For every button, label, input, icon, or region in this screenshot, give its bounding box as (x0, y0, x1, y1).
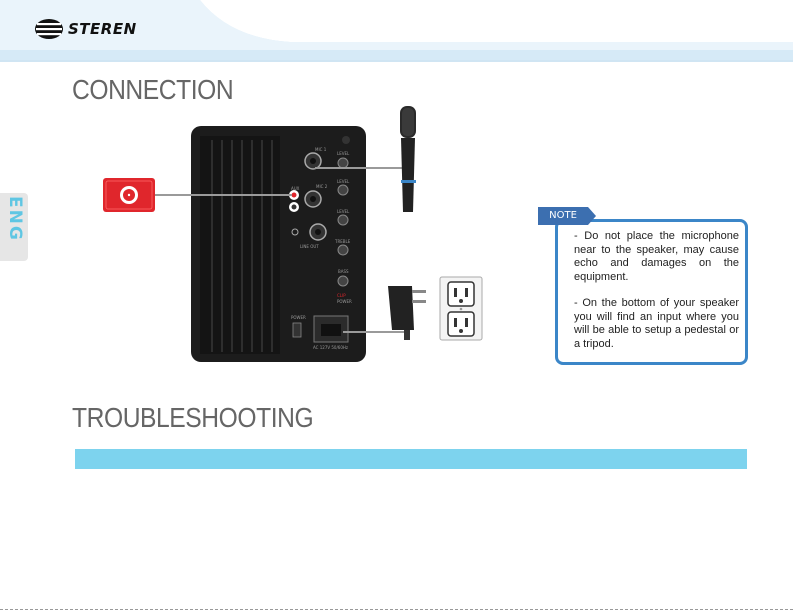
note-text: - Do not place the microphone near to th… (574, 230, 739, 364)
speaker-back-panel: MIC 1 LEVEL MIC 2 LEVEL LEVEL TREBLE BASS LI… (191, 126, 366, 362)
troubleshooting-table-header (75, 449, 747, 469)
note-paragraph-2: - On the bottom of your speaker you will… (574, 297, 739, 350)
note-paragraph-1: - Do not place the microphone near to th… (574, 230, 739, 283)
steren-logo-icon (35, 19, 63, 39)
steren-logo: STEREN (34, 18, 137, 40)
svg-text:POWER: POWER (337, 299, 352, 304)
svg-text:LEVEL: LEVEL (337, 209, 350, 214)
brand-name: STEREN (68, 20, 137, 38)
note-tag: NOTE (538, 207, 596, 225)
svg-text:MIC 1: MIC 1 (315, 147, 327, 152)
language-tab-label: ENG (5, 196, 25, 242)
connection-diagram: MIC 1 LEVEL MIC 2 LEVEL LEVEL TREBLE BASS LI… (103, 106, 483, 362)
troubleshooting-title: TROUBLESHOOTING (72, 402, 314, 433)
svg-text:POWER: POWER (291, 315, 306, 320)
svg-text:LEVEL: LEVEL (337, 151, 350, 156)
svg-text:TREBLE: TREBLE (334, 239, 351, 244)
microphone-illustration (400, 106, 416, 212)
page-bottom-rule (0, 609, 793, 610)
mp3-player-illustration (103, 178, 155, 212)
note-box (555, 219, 748, 365)
power-adapter-illustration (388, 286, 426, 340)
connection-title: CONNECTION (72, 74, 234, 105)
svg-text:BASS: BASS (338, 269, 349, 274)
header-band (0, 0, 793, 62)
svg-text:MIC 2: MIC 2 (316, 184, 328, 189)
svg-text:AC 127V 50/60Hz: AC 127V 50/60Hz (313, 345, 348, 350)
wall-outlet-illustration (439, 276, 483, 341)
svg-text:AUX: AUX (291, 186, 300, 191)
language-tab (0, 193, 28, 261)
svg-text:LINE OUT: LINE OUT (300, 244, 319, 249)
svg-text:CLIP: CLIP (337, 293, 346, 298)
svg-text:LEVEL: LEVEL (337, 179, 350, 184)
